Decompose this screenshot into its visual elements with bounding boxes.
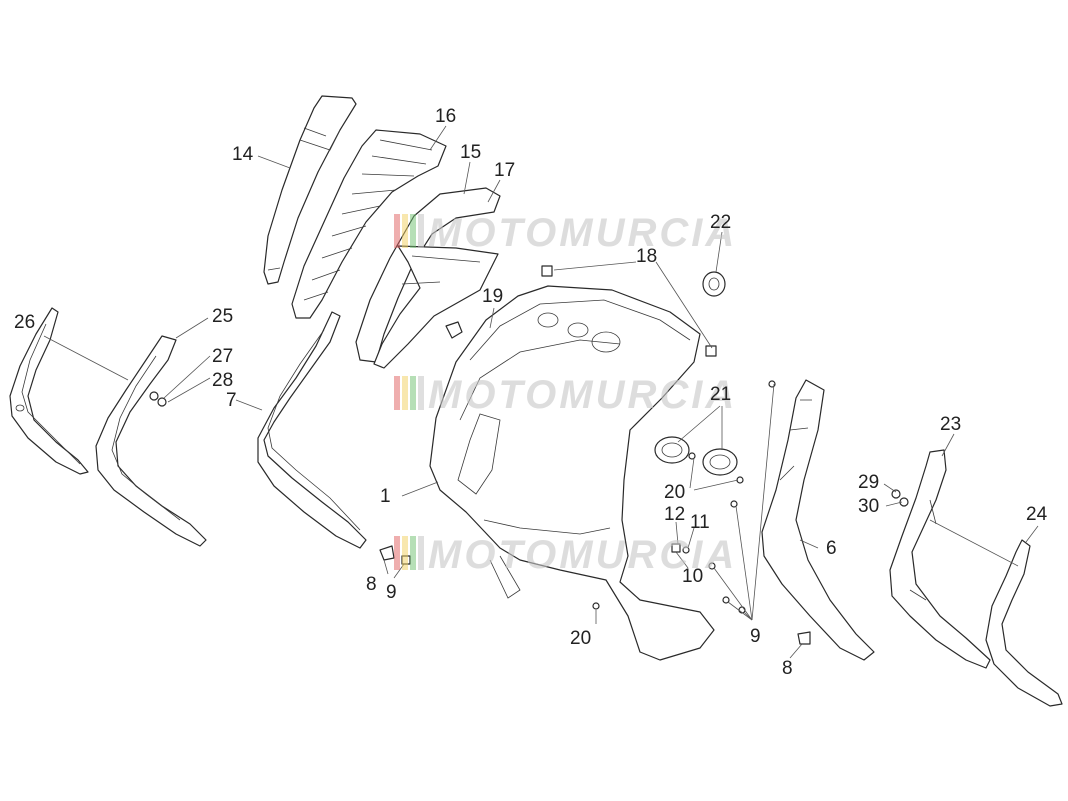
callout-14: 14 <box>232 144 254 165</box>
callout-labels: 14 16 15 17 18 22 19 26 25 27 28 7 21 20… <box>14 106 1048 679</box>
callout-16: 16 <box>435 106 456 127</box>
part-16-grille <box>291 129 447 319</box>
leader-lines <box>43 125 1039 659</box>
part-23-right-inner-trim <box>889 449 991 669</box>
part-7-left-side-panel <box>257 311 367 549</box>
callout-30: 30 <box>858 496 879 517</box>
callout-10: 10 <box>682 566 703 587</box>
callout-1: 1 <box>380 486 391 507</box>
part-27-28-washers <box>149 391 167 407</box>
part-29-30-washers <box>891 489 909 507</box>
callout-6: 6 <box>826 538 837 559</box>
part-6-right-side-panel <box>761 379 875 661</box>
part-25-left-inner-trim <box>95 335 207 547</box>
callout-22: 22 <box>710 212 731 233</box>
callout-24: 24 <box>1026 504 1048 525</box>
callout-18: 18 <box>636 246 657 267</box>
callout-26: 26 <box>14 312 35 333</box>
callout-28: 28 <box>212 370 233 391</box>
callout-15: 15 <box>460 142 481 163</box>
callout-20-top: 20 <box>664 482 685 503</box>
svg-text:MOTOMURCIA: MOTOMURCIA <box>428 211 737 255</box>
callout-8-left: 8 <box>366 574 377 595</box>
part-1-front-shield <box>429 285 715 661</box>
part-17-inner-frame <box>355 187 501 369</box>
part-22-grommet <box>702 271 726 297</box>
callout-20-bottom: 20 <box>570 628 591 649</box>
callout-12: 12 <box>664 504 685 525</box>
callout-8-right: 8 <box>782 658 793 679</box>
callout-19: 19 <box>482 286 503 307</box>
watermark-top: MOTOMURCIA <box>394 211 737 255</box>
svg-text:MOTOMURCIA: MOTOMURCIA <box>428 533 737 577</box>
callout-25: 25 <box>212 306 233 327</box>
callout-23: 23 <box>940 414 961 435</box>
callout-21: 21 <box>710 384 731 405</box>
part-14-spine-cover <box>263 95 357 285</box>
part-24-right-trim <box>985 539 1063 707</box>
callout-17: 17 <box>494 160 515 181</box>
callout-9-right: 9 <box>750 626 761 647</box>
part-26-left-trim <box>9 307 89 475</box>
screws <box>592 380 776 614</box>
callout-9-left: 9 <box>386 582 397 603</box>
callout-27: 27 <box>212 346 233 367</box>
callout-7: 7 <box>226 390 237 411</box>
watermark-bottom: MOTOMURCIA <box>394 533 737 577</box>
part-8-plugs <box>379 545 811 645</box>
callout-29: 29 <box>858 472 879 493</box>
part-21-caps <box>654 436 738 476</box>
callout-11: 11 <box>690 512 710 533</box>
watermark-middle: MOTOMURCIA <box>394 373 737 417</box>
svg-text:MOTOMURCIA: MOTOMURCIA <box>428 373 737 417</box>
